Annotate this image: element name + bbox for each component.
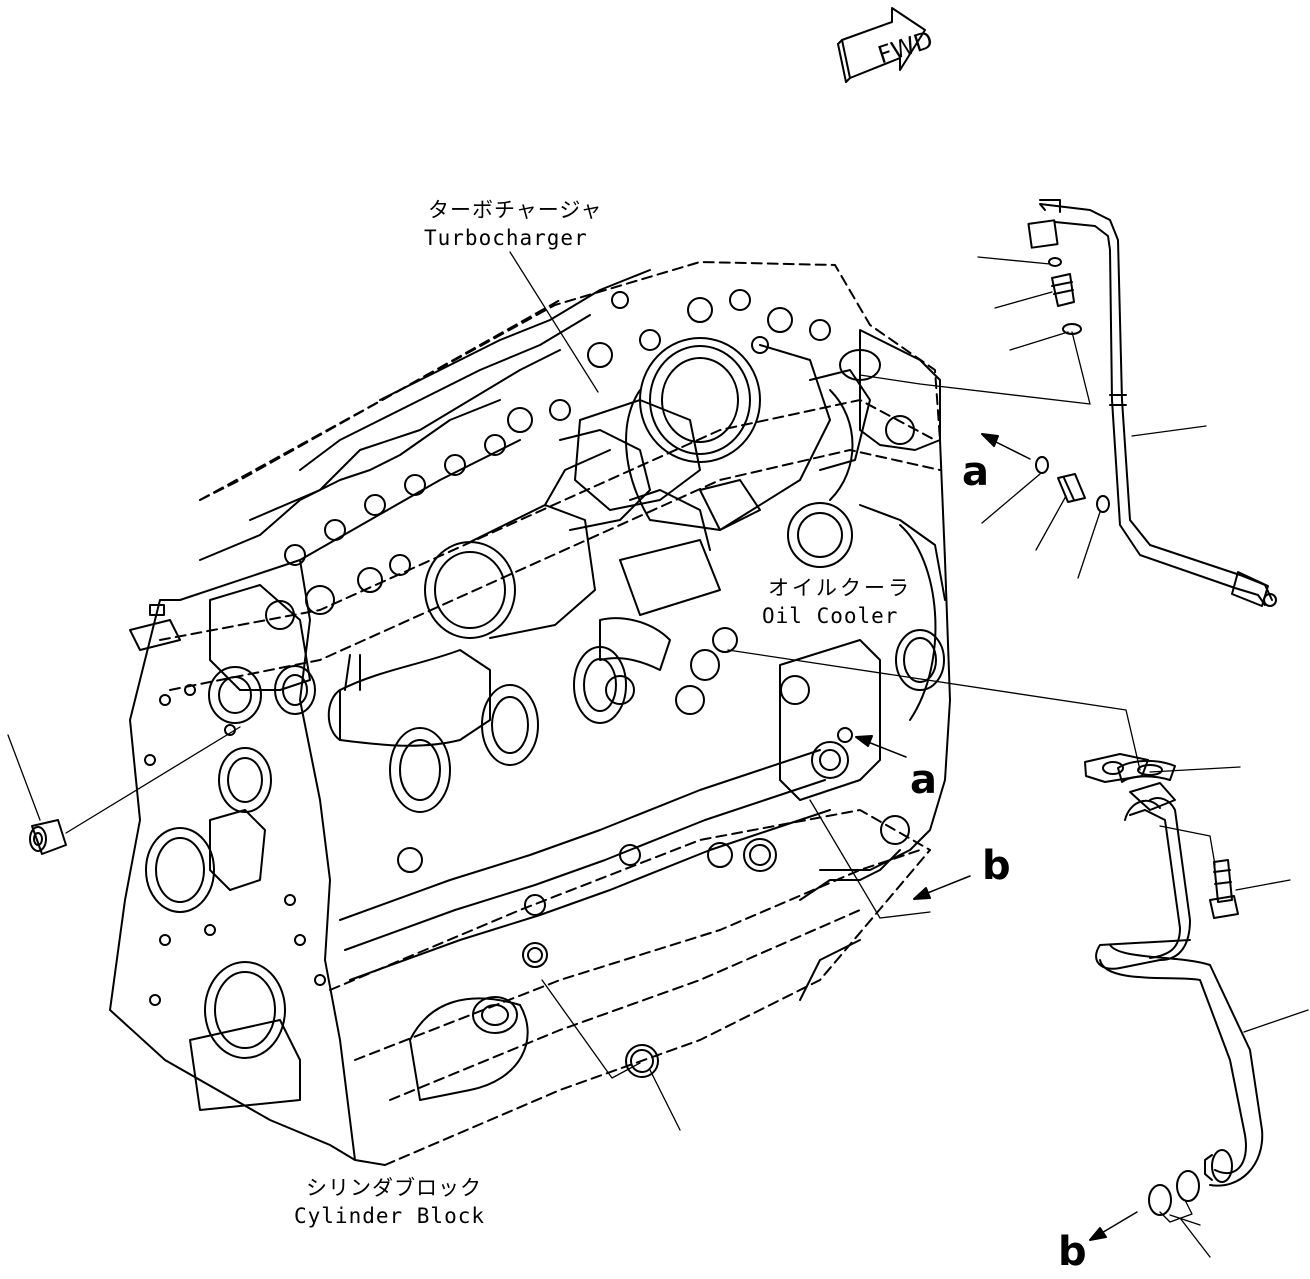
oil-feed-pipe-drawing (1027, 199, 1277, 607)
oil-cooler-drawing (779, 629, 945, 801)
cylinder-block-label-en: Cylinder Block (294, 1204, 486, 1228)
cylinder-block-drawing (109, 261, 951, 1166)
reference-arrows (855, 433, 1138, 1241)
oil-cooler-label-en: Oil Cooler (762, 604, 899, 628)
ref-b-mid: b (982, 843, 1011, 889)
oil-return-pipe-drawing (1084, 753, 1264, 1216)
ref-b-bottom: b (1058, 1229, 1087, 1275)
cylinder-head-detail (129, 269, 831, 724)
oil-feed-fittings (1035, 257, 1110, 513)
leader-lines (7, 251, 1309, 1258)
ref-a-top: a (962, 449, 989, 495)
turbocharger-drawing (327, 337, 881, 747)
ref-a-mid: a (910, 757, 937, 803)
plug-bottom-drawing (625, 1044, 659, 1078)
oil-cooler-label-jp: オイルクーラ (768, 576, 912, 600)
turbocharger-label-en: Turbocharger (424, 226, 588, 250)
cylinder-block-label-jp: シリンダブロック (306, 1176, 482, 1200)
turbocharger-label-jp: ターボチャージャ (428, 198, 603, 222)
fwd-arrow-icon (837, 7, 926, 83)
plug-left-drawing (29, 819, 67, 855)
